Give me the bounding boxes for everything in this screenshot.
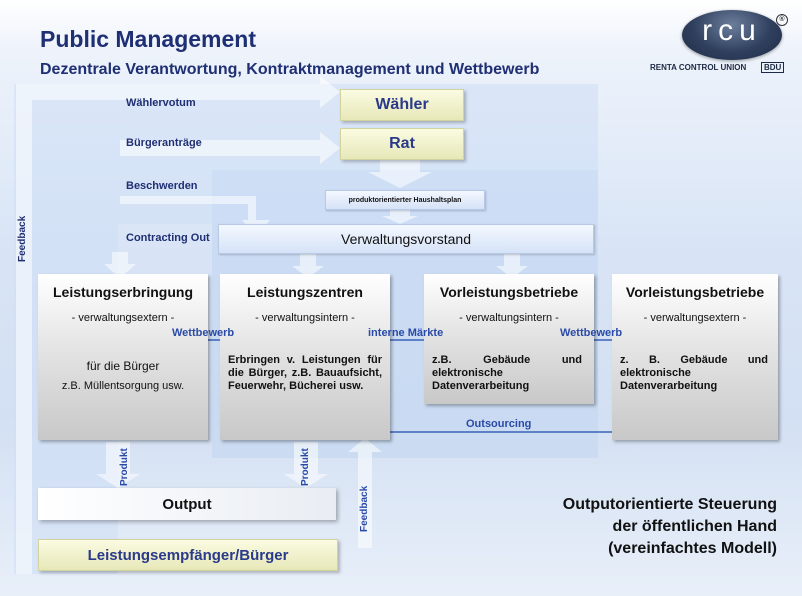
column-subtitle: - verwaltungsextern - bbox=[643, 312, 747, 324]
haushaltsplan-box: produktorientierter Haushaltsplan bbox=[325, 190, 485, 210]
column-leistungserbringung: Leistungserbringung - verwaltungsextern … bbox=[38, 274, 208, 440]
column-title: Vorleistungsbetriebe bbox=[439, 284, 579, 300]
label-wettbewerb-left: Wettbewerb bbox=[172, 327, 235, 339]
caption-line: der öffentlichen Hand bbox=[612, 518, 777, 535]
label-produkt-left: Produkt bbox=[119, 448, 130, 486]
column-vorleistungsbetriebe-intern: Vorleistungsbetriebe - verwaltungsintern… bbox=[424, 274, 594, 404]
column-body: z.B. Gebäude und elektronische Datenvera… bbox=[432, 354, 582, 392]
label-wettbewerb-right: Wettbewerb bbox=[560, 327, 623, 339]
column-body-line: z.B. Müllentsorgung usw. bbox=[61, 380, 185, 392]
logo-badge: BDU bbox=[761, 62, 785, 73]
model-caption: Outputorientierte Steuerung der öffentli… bbox=[505, 494, 777, 560]
logo-emblem bbox=[682, 10, 782, 60]
label-feedback-bottom: Feedback bbox=[359, 485, 370, 532]
leistungsempfaenger-box: Leistungsempfänger/Bürger bbox=[38, 539, 338, 571]
column-title: Vorleistungsbetriebe bbox=[625, 284, 765, 300]
column-subtitle: - verwaltungsextern - bbox=[71, 312, 175, 324]
label-interne-maerkte: interne Märkte bbox=[368, 327, 444, 339]
waehler-box: Wähler bbox=[340, 89, 464, 121]
column-subtitle: - verwaltungsintern - bbox=[255, 312, 355, 324]
registered-mark: ® bbox=[776, 14, 788, 26]
label-contracting-out: Contracting Out bbox=[126, 232, 210, 244]
column-vorleistungsbetriebe-extern: Vorleistungsbetriebe - verwaltungsextern… bbox=[612, 274, 778, 440]
column-title: Leistungserbringung bbox=[53, 284, 193, 300]
logo-letters: rcu bbox=[702, 14, 762, 47]
column-body: Erbringen v. Leistungen für die Bürger, … bbox=[228, 354, 382, 392]
output-box: Output bbox=[38, 488, 336, 520]
logo-company-name: RENTA CONTROL UNION bbox=[650, 63, 747, 72]
verwaltungsvorstand-box: Verwaltungsvorstand bbox=[218, 224, 594, 254]
rat-box: Rat bbox=[340, 128, 464, 160]
column-title: Leistungszentren bbox=[247, 284, 363, 300]
label-beschwerden: Beschwerden bbox=[126, 180, 198, 192]
label-outsourcing: Outsourcing bbox=[466, 418, 532, 430]
column-body-line: für die Bürger bbox=[86, 359, 160, 373]
page-title: Public Management bbox=[40, 26, 256, 52]
label-waehlervotum: Wählervotum bbox=[126, 97, 196, 109]
column-leistungszentren: Leistungszentren - verwaltungsintern - E… bbox=[220, 274, 390, 440]
label-buergerantraege: Bürgeranträge bbox=[126, 137, 202, 149]
label-produkt-middle: Produkt bbox=[300, 448, 311, 486]
caption-line: Outputorientierte Steuerung bbox=[562, 496, 777, 513]
column-subtitle: - verwaltungsintern - bbox=[459, 312, 559, 324]
label-feedback-left: Feedback bbox=[17, 215, 28, 262]
page-subtitle: Dezentrale Verantwortung, Kontraktmanage… bbox=[40, 61, 540, 78]
column-body: z. B. Gebäude und elektronische Datenver… bbox=[620, 354, 768, 392]
caption-line: (vereinfachtes Modell) bbox=[608, 540, 777, 557]
